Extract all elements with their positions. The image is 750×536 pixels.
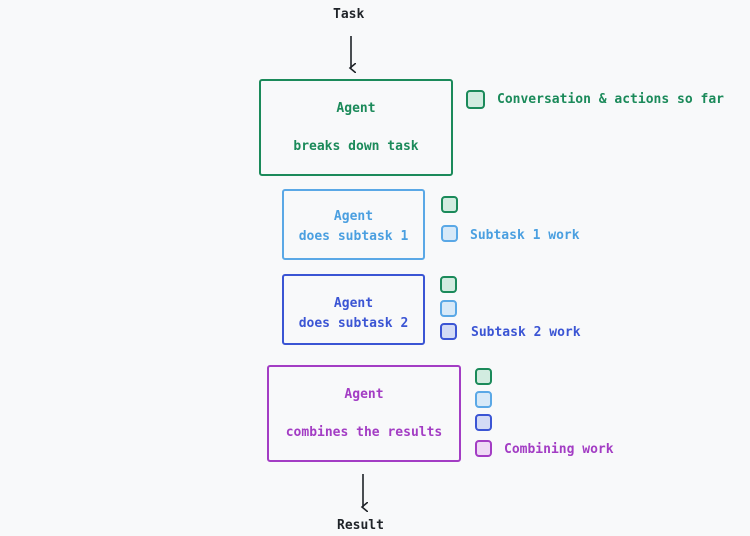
conversation-swatch [441, 196, 458, 213]
subtask-2-swatch [440, 323, 457, 340]
combining-swatch [475, 440, 492, 457]
conversation-swatch [475, 368, 492, 385]
agent-subtitle: does subtask 2 [298, 316, 409, 331]
legend-combining: Combining work [504, 442, 614, 457]
agent-title: Agent [336, 101, 376, 116]
agent-box-subtask-1: Agent does subtask 1 [282, 189, 425, 260]
agent-title: Agent [333, 209, 374, 224]
task-label: Task [333, 7, 365, 22]
subtask-2-swatch [475, 414, 492, 431]
agent-title: Agent [344, 387, 384, 402]
legend-subtask-2: Subtask 2 work [471, 325, 581, 340]
agent-subtitle: combines the results [285, 425, 443, 440]
agent-title: Agent [333, 296, 374, 311]
legend-conversation: Conversation & actions so far [497, 92, 724, 107]
legend-subtask-1: Subtask 1 work [470, 228, 580, 243]
agent-subtitle: does subtask 1 [298, 229, 409, 244]
conversation-swatch [466, 90, 485, 109]
agent-box-breakdown: Agent breaks down task [259, 79, 453, 176]
subtask-1-swatch [441, 225, 458, 242]
agent-box-combine: Agent combines the results [267, 365, 461, 462]
result-label: Result [337, 518, 384, 533]
conversation-swatch [440, 276, 457, 293]
agent-subtitle: breaks down task [293, 139, 419, 154]
subtask-1-swatch [475, 391, 492, 408]
subtask-1-swatch [440, 300, 457, 317]
agent-box-subtask-2: Agent does subtask 2 [282, 274, 425, 345]
